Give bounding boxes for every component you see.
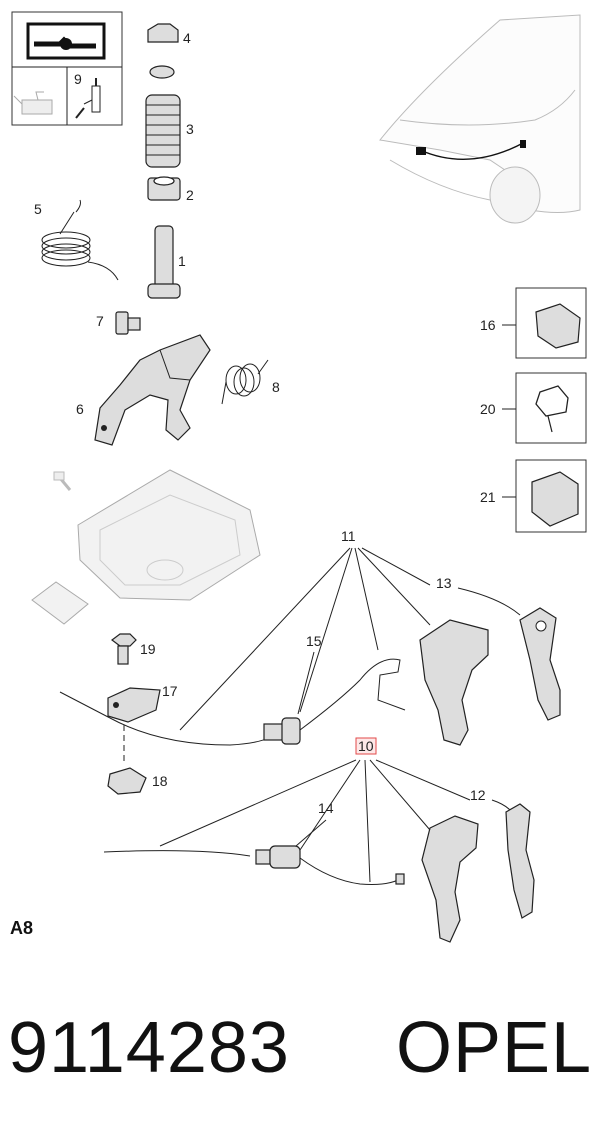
callout-14: 14 bbox=[318, 800, 334, 816]
part-17-bracket: 17 bbox=[107, 683, 178, 723]
callout-21: 21 bbox=[480, 489, 496, 505]
callout-6: 6 bbox=[76, 401, 84, 417]
part-7-bolt: 7 bbox=[96, 311, 141, 335]
part-18-clip: 18 bbox=[107, 767, 168, 795]
hood-lock-tray bbox=[53, 469, 261, 601]
upper-cable-assembly: 11 13 15 bbox=[59, 528, 561, 746]
part-3-spring: 3 bbox=[145, 94, 194, 168]
part-4-nut: 4 bbox=[147, 23, 191, 46]
callout-1: 1 bbox=[178, 253, 186, 269]
callout-17: 17 bbox=[162, 683, 178, 699]
legend-box bbox=[11, 11, 123, 126]
callout-13: 13 bbox=[436, 575, 452, 591]
part-number: 9114283 bbox=[8, 1008, 290, 1088]
part-1-pin: 1 bbox=[147, 225, 186, 299]
callout-10: 10 bbox=[358, 738, 374, 754]
callout-2: 2 bbox=[186, 187, 194, 203]
callout-3: 3 bbox=[186, 121, 194, 137]
callout-8: 8 bbox=[272, 379, 280, 395]
part-8-spring: 8 bbox=[221, 359, 280, 405]
part-5-spring: 5 bbox=[34, 199, 119, 281]
callout-7: 7 bbox=[96, 313, 104, 329]
part-2-bush: 2 bbox=[147, 176, 194, 203]
part-20-clip: 20 bbox=[480, 372, 587, 444]
oil-can-icon bbox=[13, 91, 53, 115]
callout-12: 12 bbox=[470, 787, 486, 803]
callout-19: 19 bbox=[140, 641, 156, 657]
callout-15: 15 bbox=[306, 633, 322, 649]
callout-16: 16 bbox=[480, 317, 496, 333]
part-21-clip: 21 bbox=[480, 459, 587, 533]
callout-4: 4 bbox=[183, 30, 191, 46]
page-code: A8 bbox=[10, 918, 34, 938]
grease-gun-icon bbox=[75, 78, 101, 119]
part-16-clip: 16 bbox=[480, 287, 587, 359]
car-hood-overview-icon bbox=[379, 14, 581, 224]
callout-18: 18 bbox=[152, 773, 168, 789]
callout-20: 20 bbox=[480, 401, 496, 417]
callout-10-highlight: 10 bbox=[355, 737, 377, 755]
callout-11: 11 bbox=[341, 528, 356, 544]
part-19-bolt: 19 bbox=[111, 633, 156, 665]
manual-tools-icon bbox=[26, 22, 106, 60]
callout-9: 9 bbox=[74, 71, 82, 87]
parts-diagram: 4 3 2 1 5 7 6 bbox=[11, 11, 587, 943]
lower-cable-assembly: 10 12 14 bbox=[103, 737, 535, 943]
callout-5: 5 bbox=[34, 201, 42, 217]
brand-name: OPEL bbox=[396, 1008, 593, 1088]
part-6-bracket: 6 bbox=[76, 334, 211, 446]
clip-set bbox=[31, 581, 89, 625]
